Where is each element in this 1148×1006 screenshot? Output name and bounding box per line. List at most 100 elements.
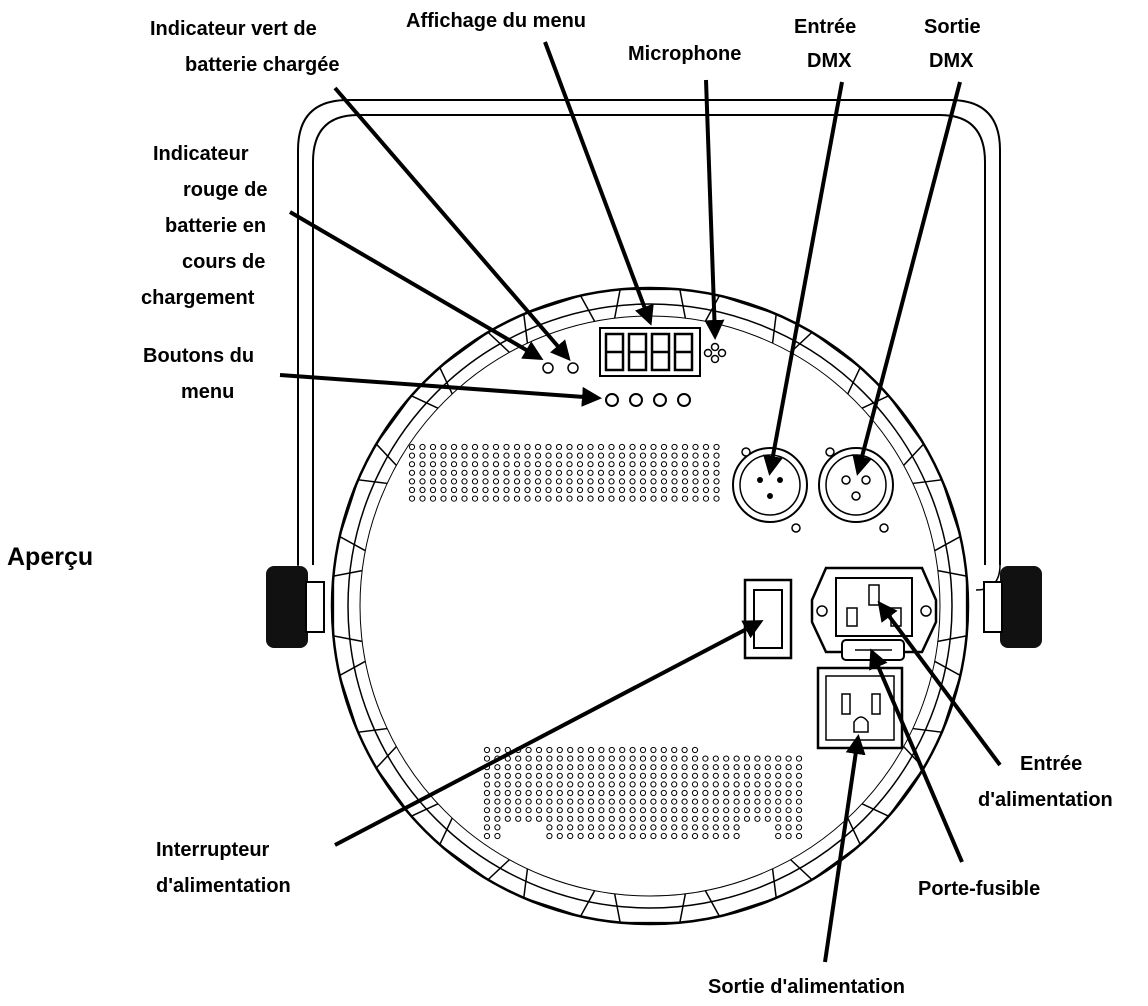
- vent-hole: [419, 478, 426, 485]
- vent-hole: [576, 452, 584, 459]
- vent-hole: [471, 486, 479, 494]
- vent-hole: [513, 495, 521, 502]
- dmx-in-connector[interactable]: [732, 447, 808, 533]
- vent-hole: [702, 478, 710, 485]
- upper-vent-grille: [408, 443, 720, 502]
- vent-hole: [618, 478, 626, 485]
- power-outlet[interactable]: [816, 666, 904, 750]
- vent-hole: [660, 807, 667, 814]
- vent-hole: [681, 495, 689, 502]
- vent-hole: [525, 807, 532, 814]
- vent-hole: [597, 461, 605, 468]
- right-knob[interactable]: [983, 566, 1042, 648]
- label-dmx-in: Entrée DMX: [794, 16, 862, 72]
- vent-hole: [650, 452, 657, 459]
- vent-hole: [754, 789, 761, 797]
- label-red-led: Indicateur rouge de batterie en cours de…: [141, 143, 273, 309]
- left-knob[interactable]: [266, 566, 325, 648]
- vent-hole: [515, 755, 522, 762]
- vent-hole: [692, 486, 699, 494]
- menu-button[interactable]: [605, 393, 619, 407]
- power-switch[interactable]: [743, 578, 793, 660]
- power-inlet[interactable]: [810, 566, 938, 654]
- vent-hole: [494, 832, 501, 840]
- vent-hole: [639, 495, 647, 502]
- vent-hole: [775, 807, 782, 814]
- callout-arrows: [279, 41, 1002, 963]
- vent-hole: [691, 824, 699, 831]
- vent-hole: [471, 495, 479, 502]
- vent-hole: [429, 478, 437, 485]
- vent-hole: [650, 815, 657, 822]
- vent-hole: [504, 781, 511, 788]
- vent-hole: [515, 815, 522, 822]
- vent-hole: [618, 452, 626, 459]
- vent-hole: [440, 461, 447, 468]
- vent-hole: [566, 486, 573, 494]
- housing-rib: [613, 893, 687, 924]
- vent-hole: [534, 443, 542, 451]
- vent-hole: [723, 807, 730, 814]
- vent-hole: [556, 824, 563, 831]
- vent-hole: [598, 781, 605, 788]
- vent-hole: [692, 469, 699, 476]
- vent-hole: [671, 789, 678, 797]
- vent-hole: [712, 832, 719, 840]
- vent-hole: [712, 755, 719, 762]
- vent-hole: [587, 452, 594, 459]
- vent-hole: [577, 746, 584, 754]
- vent-hole: [712, 824, 719, 831]
- vent-hole: [660, 789, 667, 797]
- microphone-icon: [703, 342, 727, 364]
- vent-hole: [629, 495, 636, 502]
- vent-hole: [671, 478, 678, 485]
- vent-hole: [597, 443, 605, 451]
- menu-buttons-group: [605, 393, 691, 407]
- vent-hole: [608, 824, 615, 831]
- vent-hole: [639, 789, 647, 797]
- vent-hole: [639, 755, 647, 762]
- vent-hole: [461, 443, 468, 451]
- vent-hole: [702, 469, 710, 476]
- vent-hole: [567, 815, 574, 822]
- vent-hole: [671, 772, 678, 779]
- vent-hole: [556, 764, 563, 771]
- vent-hole: [660, 798, 667, 805]
- vent-hole: [524, 443, 531, 451]
- vent-hole: [629, 789, 636, 797]
- vent-hole: [440, 478, 447, 485]
- vent-hole: [660, 452, 668, 459]
- vent-hole: [681, 789, 688, 797]
- vent-hole: [795, 764, 803, 771]
- vent-hole: [513, 461, 521, 468]
- vent-hole: [598, 789, 605, 797]
- vent-hole: [764, 798, 771, 805]
- vent-hole: [598, 815, 605, 822]
- vent-hole: [556, 807, 563, 814]
- vent-hole: [754, 798, 761, 805]
- vent-hole: [419, 461, 426, 468]
- vent-hole: [629, 443, 636, 451]
- vent-hole: [567, 798, 574, 805]
- vent-hole: [681, 452, 689, 459]
- menu-button[interactable]: [653, 393, 667, 407]
- vent-hole: [587, 764, 595, 771]
- vent-hole: [494, 798, 501, 805]
- vent-hole: [691, 815, 699, 822]
- vent-hole: [702, 755, 709, 762]
- menu-button[interactable]: [677, 393, 691, 407]
- vent-hole: [576, 486, 584, 494]
- vent-hole: [482, 452, 489, 459]
- vent-hole: [608, 443, 615, 451]
- vent-hole: [650, 461, 657, 468]
- vent-hole: [733, 781, 740, 788]
- vent-hole: [764, 772, 771, 779]
- vent-hole: [450, 469, 458, 476]
- vent-hole: [650, 478, 657, 485]
- housing-ribs: [332, 288, 968, 924]
- vent-hole: [440, 495, 447, 502]
- vent-hole: [608, 764, 615, 771]
- vent-hole: [608, 807, 615, 814]
- menu-button[interactable]: [629, 393, 643, 407]
- vent-hole: [681, 746, 688, 754]
